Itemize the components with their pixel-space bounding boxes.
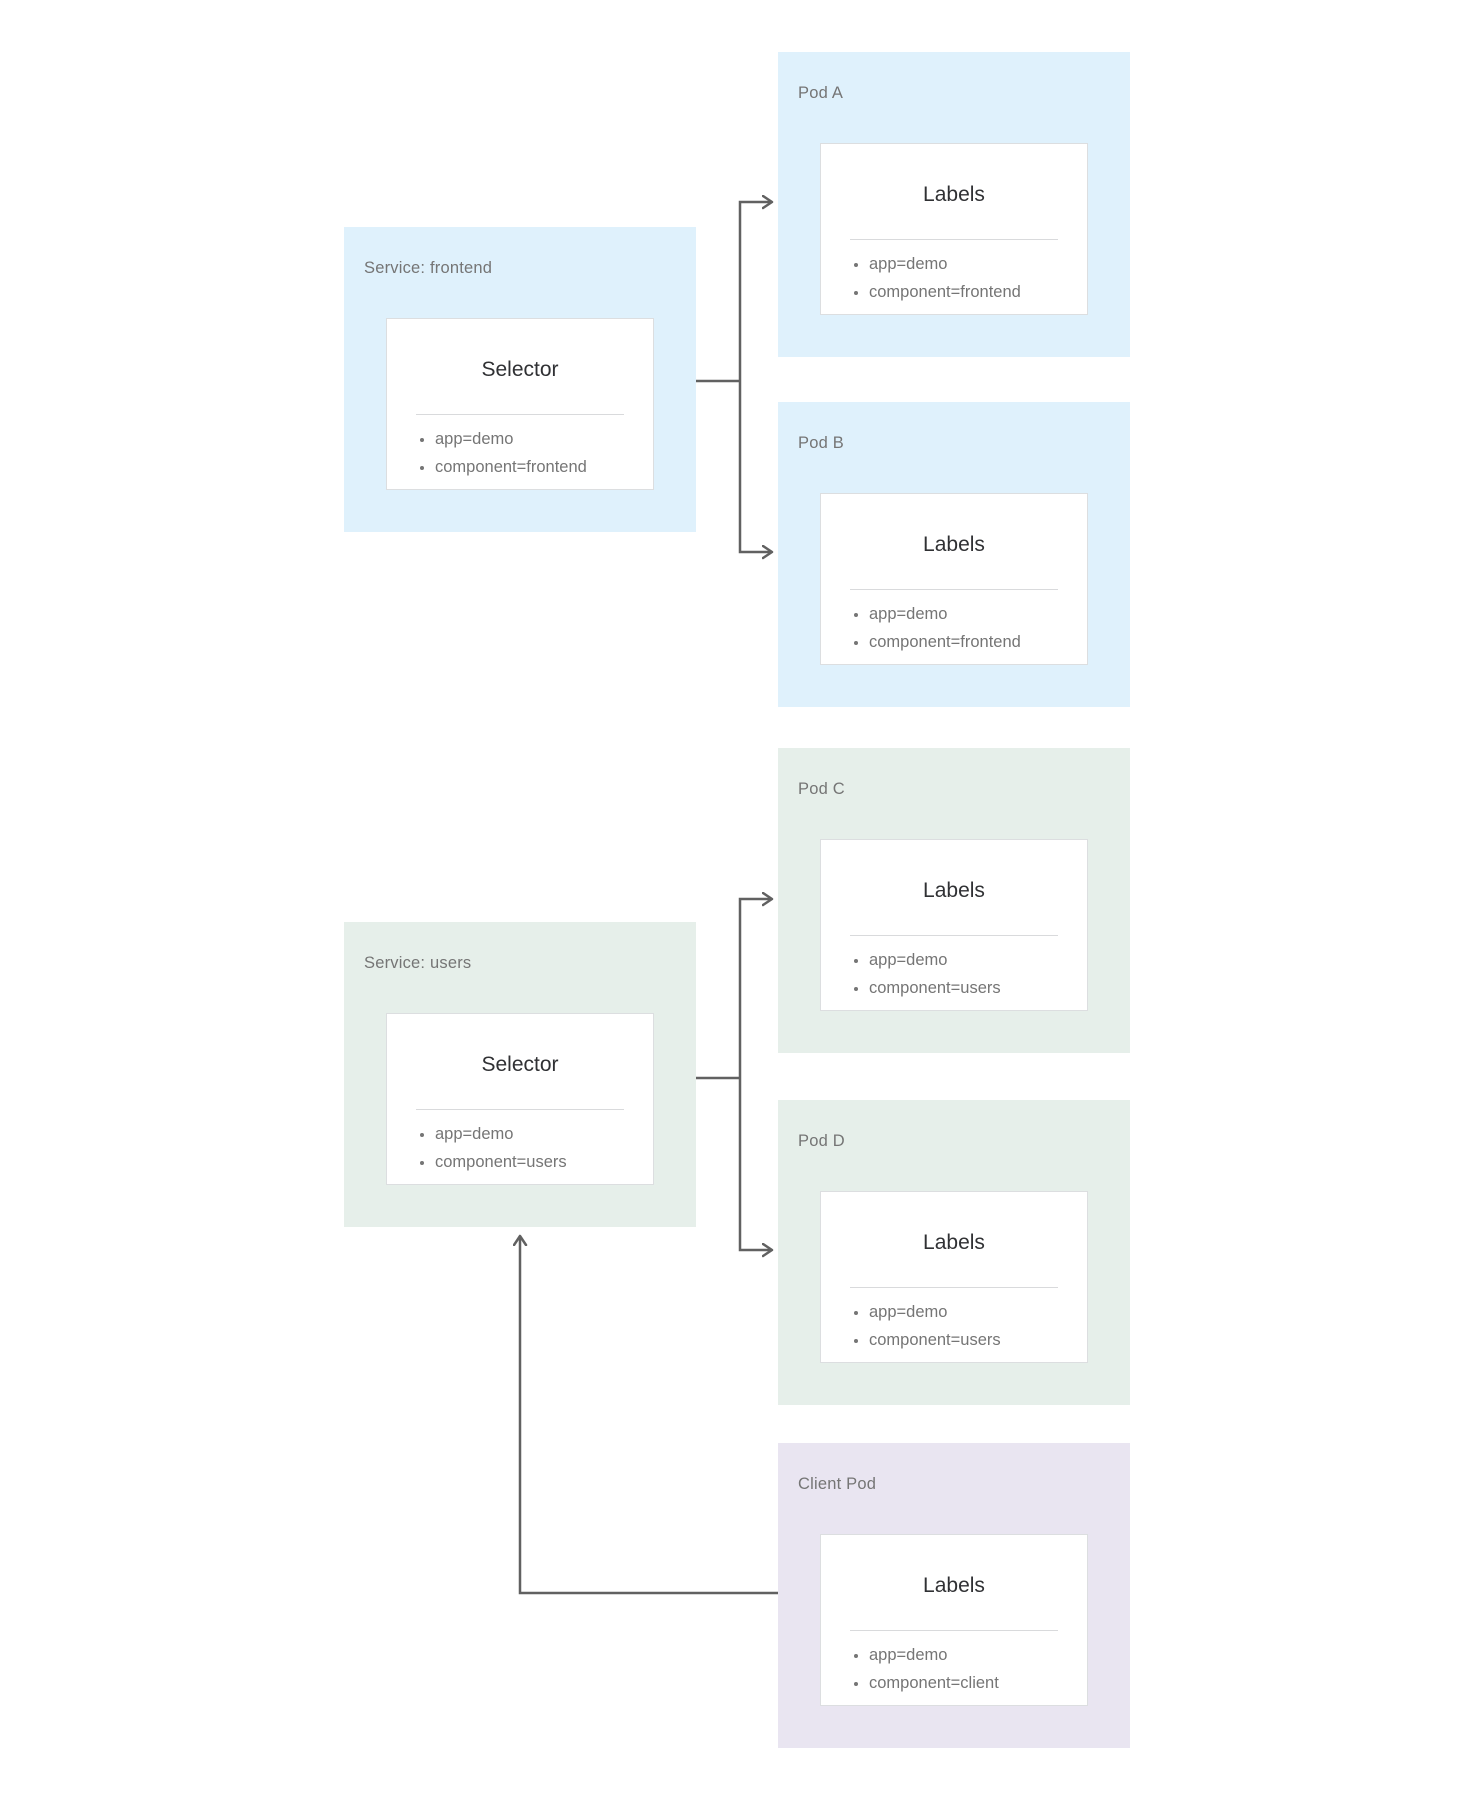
- label-item: component=users: [869, 974, 1077, 1002]
- pod-a-label: Pod A: [798, 84, 844, 102]
- label-item: component=users: [869, 1326, 1077, 1354]
- selector-card-title: Selector: [481, 358, 559, 381]
- labels-card-title: Labels: [923, 1574, 985, 1597]
- service-frontend-box: Service: frontend Selector app=demo comp…: [344, 227, 696, 532]
- label-item: component=frontend: [435, 453, 643, 481]
- service-frontend-selector-card: Selector app=demo component=frontend: [386, 318, 654, 490]
- label-item: app=demo: [869, 946, 1077, 974]
- labels-card-title: Labels: [923, 879, 985, 902]
- label-item: app=demo: [435, 425, 643, 453]
- client-pod-label: Client Pod: [798, 1475, 877, 1493]
- labels-card-title: Labels: [923, 1231, 985, 1254]
- labels-card-title: Labels: [923, 533, 985, 556]
- pod-a-box: Pod A Labels app=demo component=frontend: [778, 52, 1130, 357]
- card-divider: [850, 1630, 1058, 1631]
- selector-list: app=demo component=frontend: [416, 425, 643, 481]
- labels-list: app=demo component=frontend: [850, 250, 1077, 306]
- card-divider: [850, 239, 1058, 240]
- pod-c-label: Pod C: [798, 780, 845, 798]
- card-divider: [416, 414, 624, 415]
- pod-b-labels-card: Labels app=demo component=frontend: [820, 493, 1088, 665]
- arrow-frontend-to-pod-a: [738, 202, 772, 381]
- label-item: component=users: [435, 1148, 643, 1176]
- card-divider: [416, 1109, 624, 1110]
- labels-list: app=demo component=frontend: [850, 600, 1077, 656]
- client-pod-labels-card: Labels app=demo component=client: [820, 1534, 1088, 1706]
- card-divider: [850, 1287, 1058, 1288]
- service-users-label: Service: users: [364, 954, 472, 972]
- pod-a-labels-card: Labels app=demo component=frontend: [820, 143, 1088, 315]
- arrow-frontend-to-pod-b: [738, 381, 772, 552]
- label-item: component=frontend: [869, 628, 1077, 656]
- label-item: component=client: [869, 1669, 1077, 1697]
- label-item: app=demo: [869, 600, 1077, 628]
- arrow-users-to-pod-d: [738, 1078, 772, 1250]
- selector-list: app=demo component=users: [416, 1120, 643, 1176]
- label-item: app=demo: [435, 1120, 643, 1148]
- labels-list: app=demo component=users: [850, 946, 1077, 1002]
- pod-d-box: Pod D Labels app=demo component=users: [778, 1100, 1130, 1405]
- card-divider: [850, 589, 1058, 590]
- pod-b-box: Pod B Labels app=demo component=frontend: [778, 402, 1130, 707]
- card-divider: [850, 935, 1058, 936]
- labels-card-title: Labels: [923, 183, 985, 206]
- label-item: app=demo: [869, 1298, 1077, 1326]
- label-item: app=demo: [869, 250, 1077, 278]
- pod-c-box: Pod C Labels app=demo component=users: [778, 748, 1130, 1053]
- arrow-client-pod-to-service-users: [520, 1236, 778, 1595]
- selector-card-title: Selector: [481, 1053, 559, 1076]
- client-pod-box: Client Pod Labels app=demo component=cli…: [778, 1443, 1130, 1748]
- label-item: component=frontend: [869, 278, 1077, 306]
- pod-d-label: Pod D: [798, 1132, 845, 1150]
- pod-d-labels-card: Labels app=demo component=users: [820, 1191, 1088, 1363]
- service-users-box: Service: users Selector app=demo compone…: [344, 922, 696, 1227]
- labels-list: app=demo component=client: [850, 1641, 1077, 1697]
- arrow-users-to-pod-c: [738, 899, 772, 1078]
- labels-list: app=demo component=users: [850, 1298, 1077, 1354]
- service-users-selector-card: Selector app=demo component=users: [386, 1013, 654, 1185]
- service-frontend-label: Service: frontend: [364, 259, 493, 277]
- pod-c-labels-card: Labels app=demo component=users: [820, 839, 1088, 1011]
- label-item: app=demo: [869, 1641, 1077, 1669]
- pod-b-label: Pod B: [798, 434, 844, 452]
